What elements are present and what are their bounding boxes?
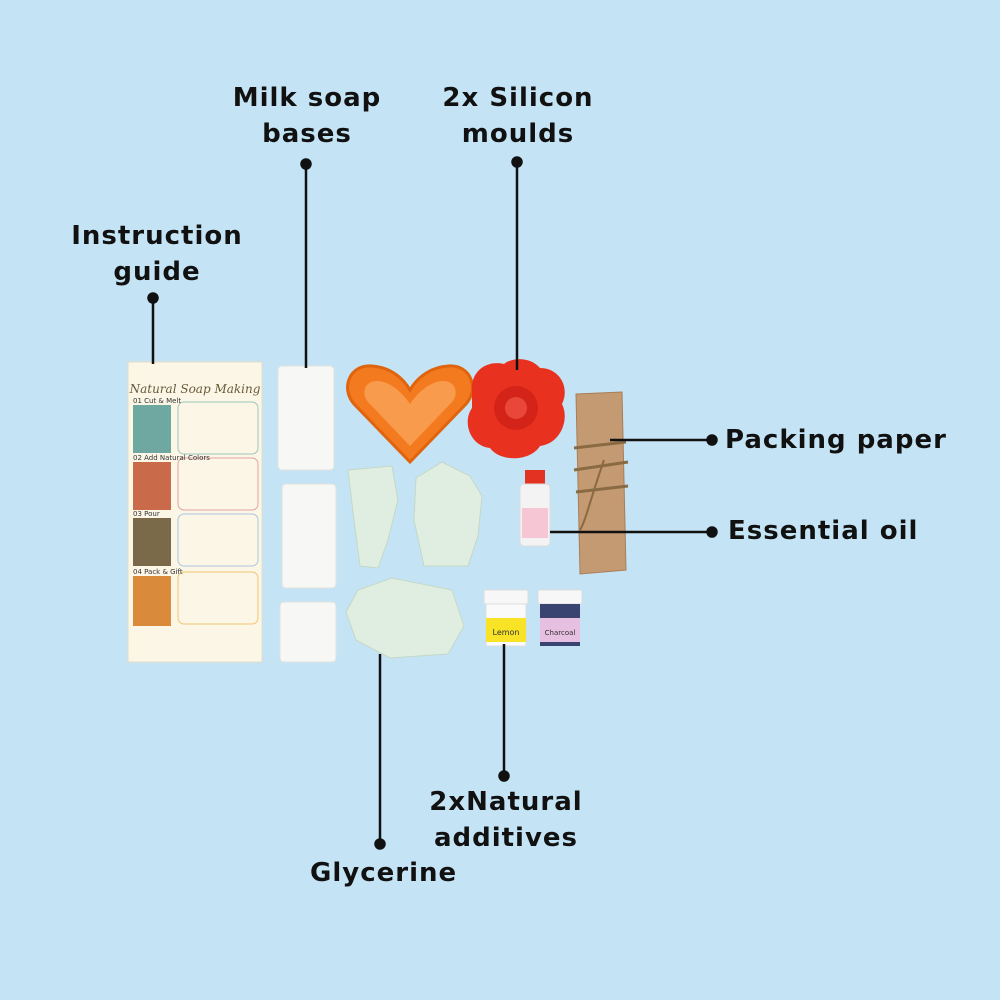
packing-paper-roll bbox=[573, 391, 629, 575]
label-milk-soap-bases: Milk soap bases bbox=[232, 83, 382, 149]
instruction-guide-sheet: Natural Soap Making 01 Cut & Melt 02 Add… bbox=[127, 361, 263, 663]
guide-step-3: 03 Pour bbox=[133, 510, 160, 518]
rose-mould bbox=[467, 359, 565, 459]
label-glycerine: Glycerine bbox=[310, 858, 458, 888]
callout-lines bbox=[147, 156, 718, 850]
label-silicon-moulds: 2x Silicon moulds bbox=[442, 83, 594, 149]
label-instruction-guide: Instruction guide bbox=[71, 221, 243, 287]
jar-label-lemon: Lemon bbox=[493, 628, 520, 637]
guide-step-1: 01 Cut & Melt bbox=[133, 397, 181, 405]
guide-title: Natural Soap Making bbox=[129, 382, 261, 396]
jar-label-charcoal: Charcoal bbox=[545, 629, 576, 637]
label-natural-additives: 2xNatural additives bbox=[429, 787, 583, 853]
milk-soap-bases bbox=[277, 365, 337, 663]
guide-step-2: 02 Add Natural Colors bbox=[133, 454, 210, 462]
glycerine-chunks bbox=[345, 461, 483, 659]
additive-jars: Lemon Charcoal bbox=[483, 589, 583, 647]
label-essential-oil: Essential oil bbox=[728, 516, 919, 546]
guide-step-4: 04 Pack & Gift bbox=[133, 568, 183, 576]
essential-oil-bottle bbox=[519, 470, 551, 547]
label-packing-paper: Packing paper bbox=[725, 425, 947, 455]
